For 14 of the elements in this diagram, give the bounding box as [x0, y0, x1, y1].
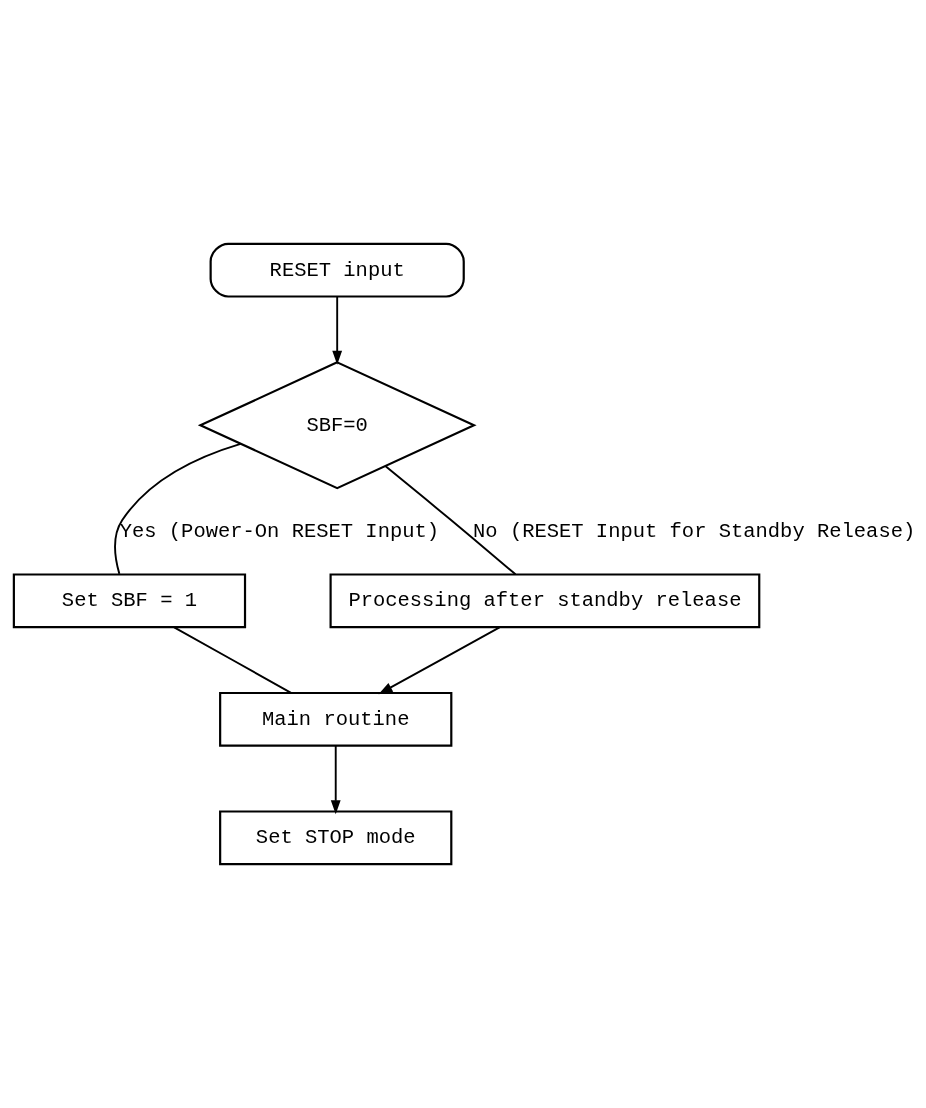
node-box: Main routine: [219, 691, 453, 747]
connector: [173, 626, 292, 694]
connector: [114, 442, 242, 575]
node-box: Set SBF = 1: [12, 573, 247, 629]
edge-label: No (RESET Input for Standby Release): [473, 519, 916, 543]
connector: [384, 465, 517, 576]
node-box: RESET input: [209, 242, 465, 298]
node-diamond: SBF=0: [197, 361, 477, 490]
arrow: [332, 295, 343, 365]
edge-label: Yes (Power-On RESET Input): [119, 519, 440, 543]
arrow: [378, 626, 501, 695]
arrow: [330, 744, 341, 815]
node-box: Set STOP mode: [219, 810, 453, 866]
node-box: Processing after standby release: [329, 573, 761, 629]
